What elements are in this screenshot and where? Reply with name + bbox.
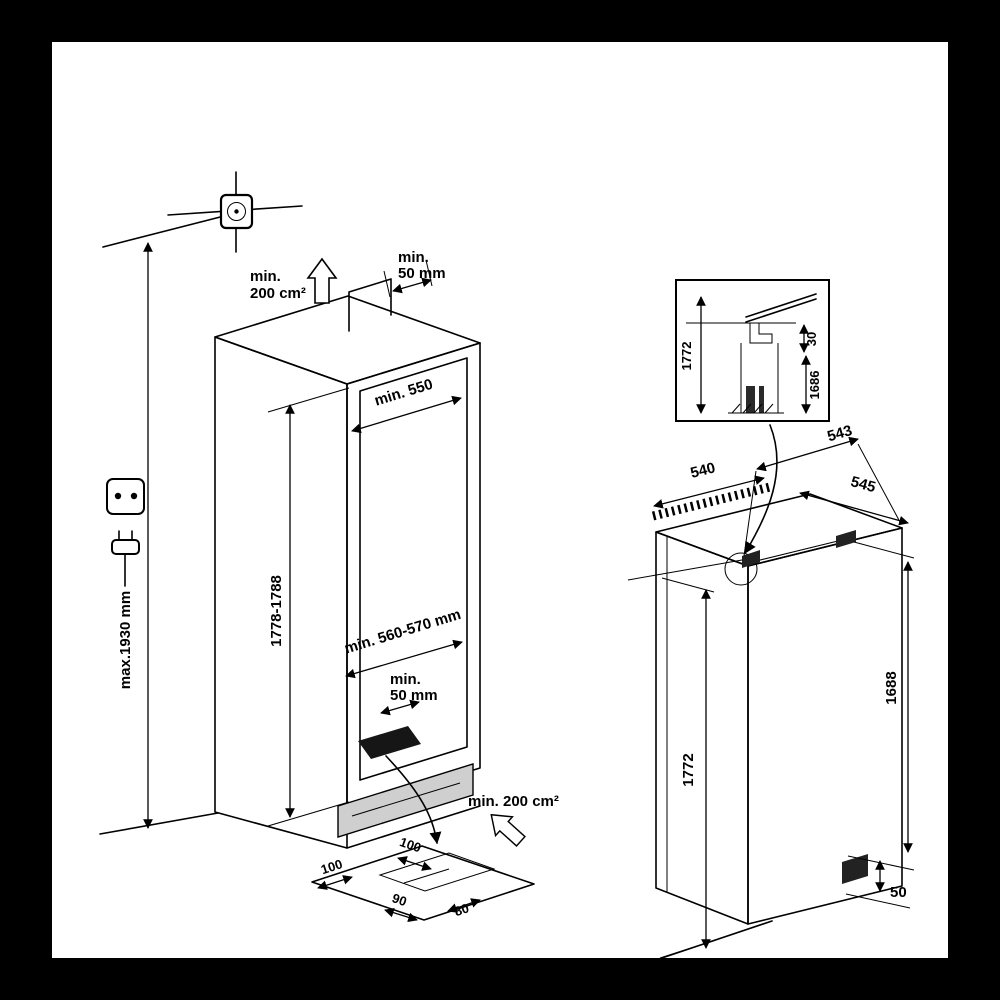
bottom-clearance-dimension: min. 50 mm <box>380 671 438 716</box>
appliance-outline <box>627 482 903 963</box>
bottom-airflow-arrow-icon <box>490 813 526 847</box>
wall-socket-icon <box>106 478 145 515</box>
bottom-hinge <box>842 854 868 884</box>
paper-background <box>52 42 948 958</box>
hinge-height-label: 1688 <box>883 671 900 704</box>
depth-overall-dimension: 543 <box>743 422 859 557</box>
depth-overall-label: 543 <box>825 422 854 445</box>
bottom-clearance-label-line1: min. <box>390 671 421 688</box>
mains-plug-icon <box>111 530 140 587</box>
appliance-diagram: 1772 30 1686 <box>627 279 915 963</box>
socket-height-dimension: max.1930 mm <box>99 242 219 835</box>
width-label: 540 <box>689 459 717 482</box>
inset-hinge-height-label: 1686 <box>807 371 822 400</box>
hinge-height-dimension: 1688 <box>853 541 915 853</box>
top-clearance-label-line1: min. <box>398 249 429 266</box>
plinth-dim-right-label: 80 <box>452 900 470 919</box>
top-vent-label-line1: min. <box>250 268 281 285</box>
plinth-dim-top-label: 100 <box>398 834 423 855</box>
bottom-clearance-label-line2: 50 mm <box>390 687 438 704</box>
top-hinge-rear <box>836 530 856 548</box>
top-vent-label-line2: 200 cm² <box>250 285 306 302</box>
depth-label: 545 <box>849 473 878 496</box>
height-label: 1772 <box>680 753 697 786</box>
hinge-bracket <box>749 323 773 344</box>
plinth-template: 100 100 90 80 <box>311 834 535 923</box>
bottom-vent-label: min. 200 cm² <box>468 793 559 810</box>
plinth-dim-mid-label: 90 <box>390 890 409 909</box>
depth-dimension: 545 <box>799 443 909 526</box>
inset-door-projection-label: 30 <box>804 332 819 346</box>
width-dimension: 540 <box>653 459 765 509</box>
hinge-bar <box>751 539 843 563</box>
niche-height-dimension: 1778-1788 <box>267 387 350 827</box>
appliance-bottom-clearance-dimension: 50 <box>845 855 915 909</box>
top-clearance-label-line2: 50 mm <box>398 265 446 282</box>
vent-to-plinth-arrow-icon <box>385 755 442 845</box>
appliance-bottom-clearance-label: 50 <box>890 884 907 901</box>
plinth-panel <box>337 763 474 838</box>
vent-duct <box>348 278 392 332</box>
height-dimension: 1772 <box>659 577 717 959</box>
niche-height-label: 1778-1788 <box>268 575 285 647</box>
top-clearance-dimension: min. 50 mm <box>383 249 446 298</box>
plinth-dim-left-label: 100 <box>319 856 344 877</box>
door-hinge-circle <box>724 552 758 586</box>
niche-outline <box>214 278 481 849</box>
inset-total-height-label: 1772 <box>679 342 694 371</box>
top-airflow-arrow-icon <box>306 257 338 304</box>
socket-height-label: max.1930 mm <box>117 591 134 689</box>
top-hinge-front <box>742 550 760 568</box>
floor-vent-cutout <box>358 726 421 759</box>
hinge-detail-inset: 1772 30 1686 <box>675 279 830 422</box>
power-socket-icon <box>102 171 303 253</box>
